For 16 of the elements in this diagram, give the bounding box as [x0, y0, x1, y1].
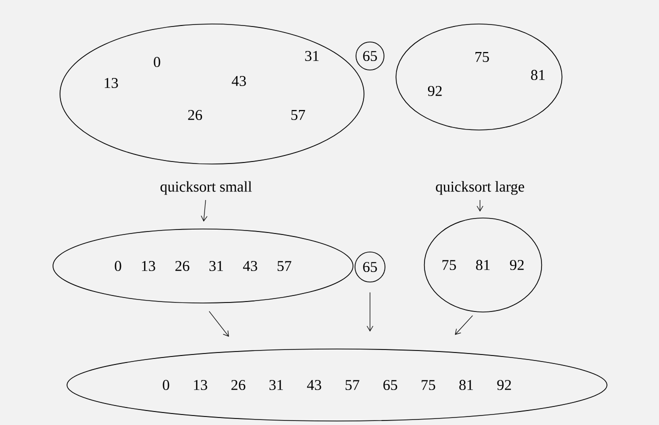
number-label: 13 [104, 78, 118, 88]
step-label: quicksort large [436, 181, 524, 195]
number-label: 31 [305, 50, 319, 62]
number-label: 26 [188, 110, 202, 120]
number-label: 57 [291, 110, 306, 120]
arrow [208, 310, 229, 337]
arrow [476, 200, 484, 212]
arrow [200, 200, 208, 222]
number-label: 43 [232, 76, 246, 86]
arrow [454, 315, 473, 335]
number-label: 75 [476, 52, 489, 62]
step-label: quicksort small [160, 181, 252, 195]
number-label: 92 [428, 86, 442, 96]
number-label: 0 [154, 56, 160, 68]
number-label: 81 [531, 70, 545, 80]
arrow [366, 292, 374, 332]
